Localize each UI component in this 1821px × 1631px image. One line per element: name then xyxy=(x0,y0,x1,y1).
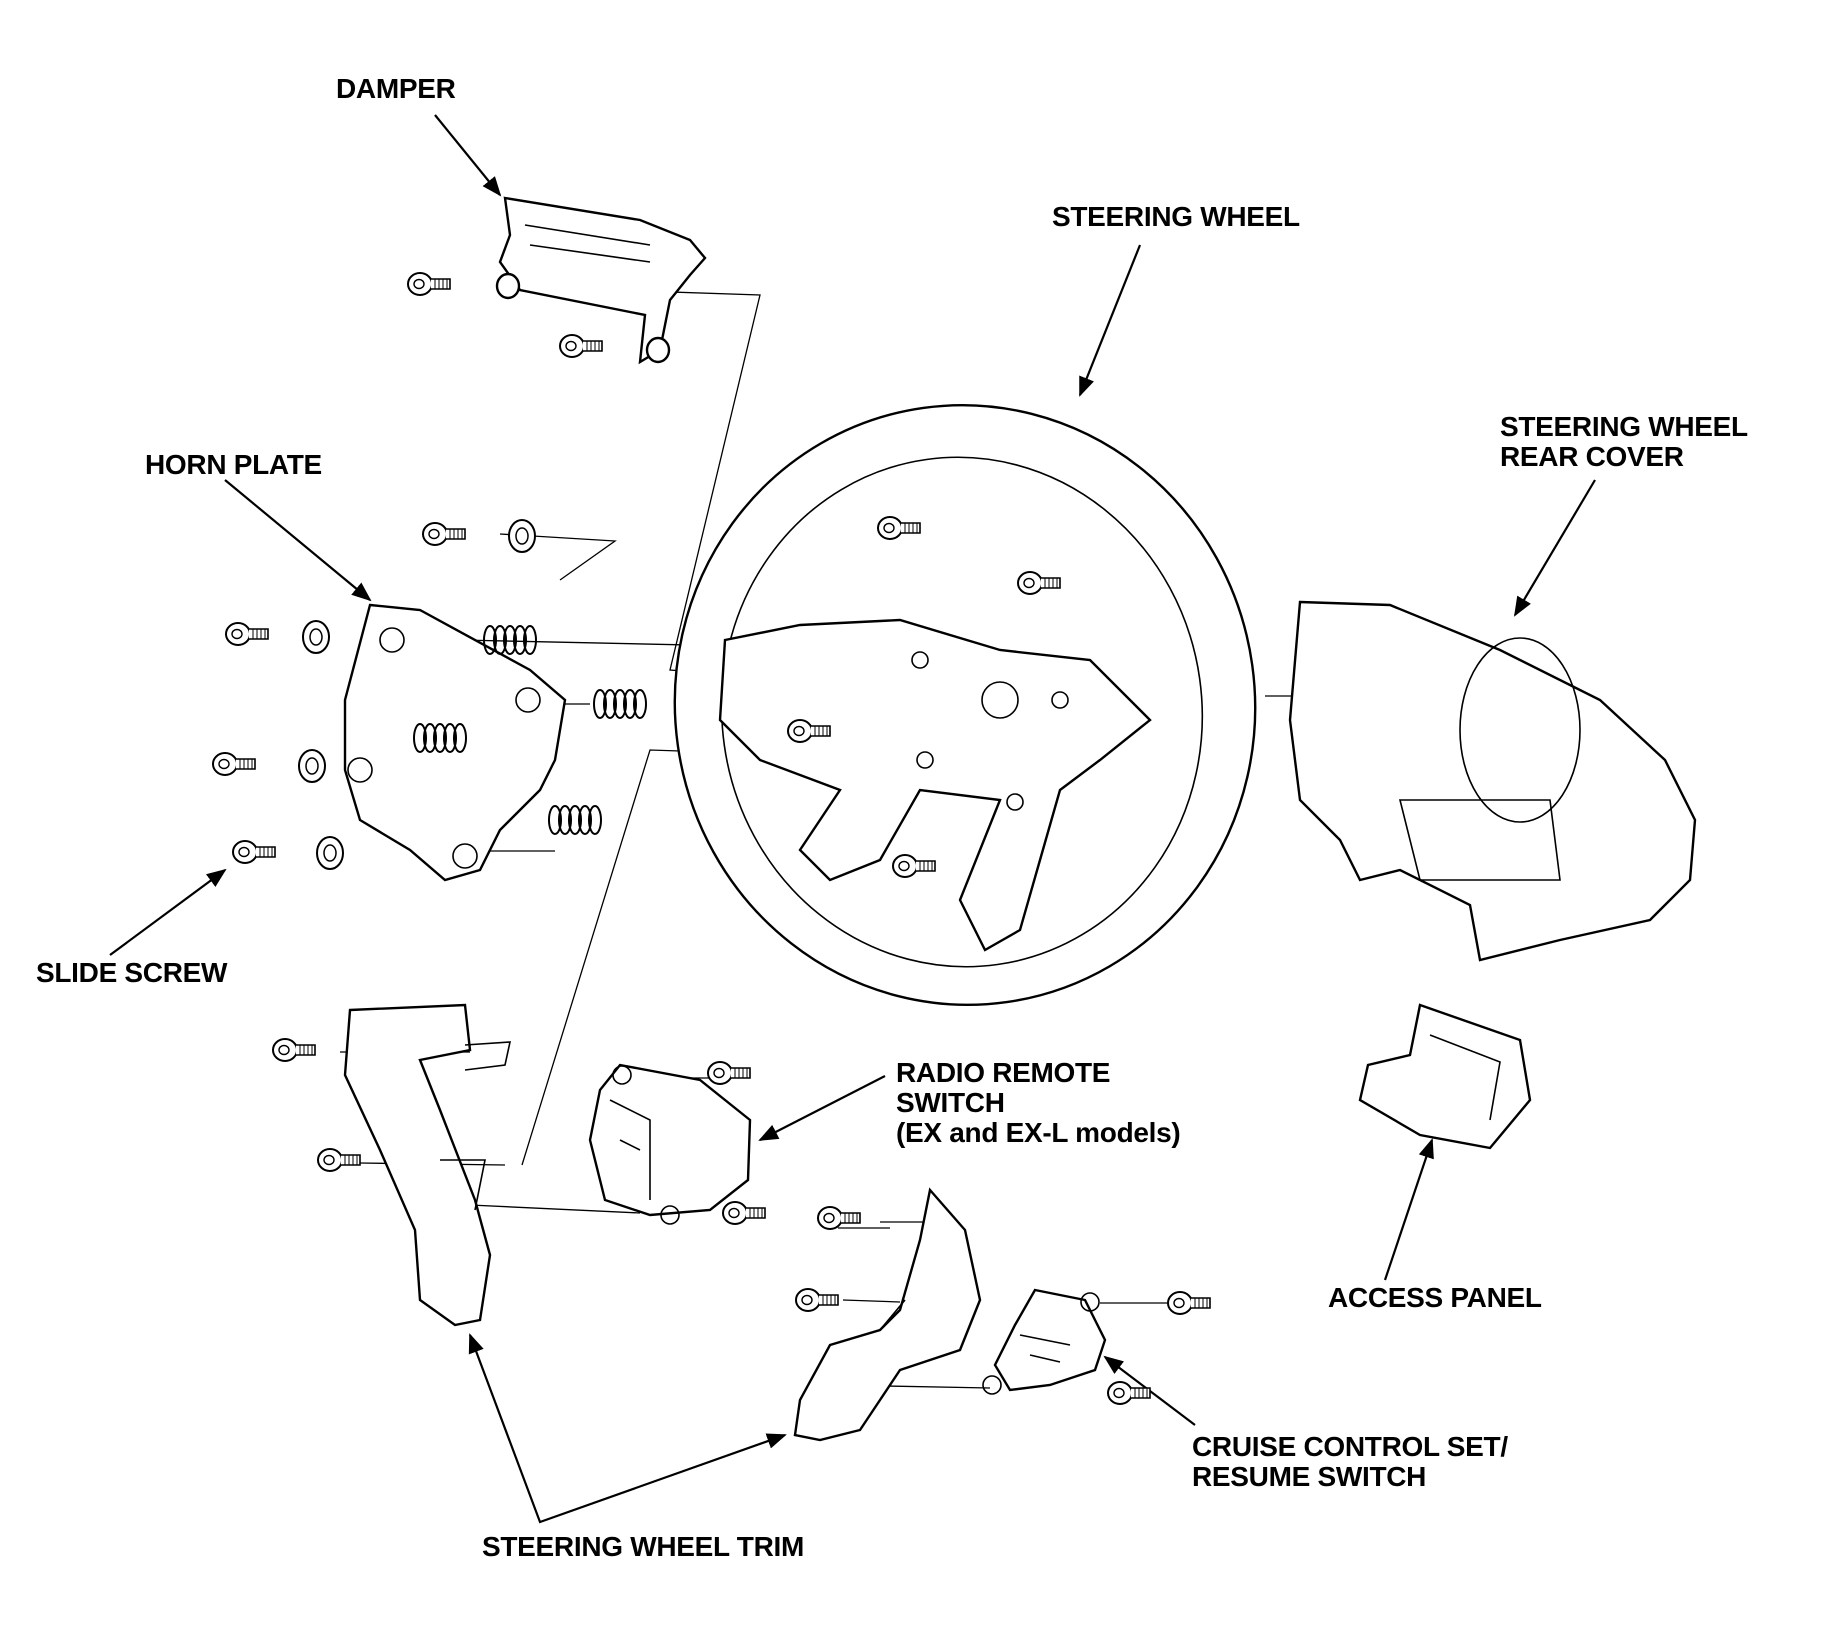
cruise-control-switch-part xyxy=(982,1288,1107,1395)
label-access-panel: ACCESS PANEL xyxy=(1328,1282,1542,1313)
label-radio-remote-switch: RADIO REMOTE SWITCH (EX and EX-L models) xyxy=(896,1057,1181,1148)
label-damper: DAMPER xyxy=(336,73,456,104)
access-panel-part xyxy=(1358,1003,1532,1150)
steering-wheel-part xyxy=(673,403,1257,1007)
label-radio-line3: (EX and EX-L models) xyxy=(896,1117,1181,1148)
label-slide-screw: SLIDE SCREW xyxy=(36,957,228,988)
label-steering-wheel-trim: STEERING WHEEL TRIM xyxy=(482,1531,805,1562)
radio-remote-switch-part xyxy=(588,1063,752,1225)
leader-arrows xyxy=(109,114,1596,1524)
label-rear-cover-line2: REAR COVER xyxy=(1500,441,1684,472)
rear-cover-part xyxy=(1288,600,1697,962)
label-radio-line2: SWITCH xyxy=(896,1087,1005,1118)
steering-wheel-arrow xyxy=(1078,244,1142,397)
steering-wheel-trim-right xyxy=(793,1187,982,1442)
label-cruise-line2: RESUME SWITCH xyxy=(1192,1461,1427,1492)
slide-screw-arrow xyxy=(109,868,227,956)
label-cruise-control-switch: CRUISE CONTROL SET/ RESUME SWITCH xyxy=(1192,1432,1508,1492)
damper-part xyxy=(495,196,707,365)
label-cruise-line1: CRUISE CONTROL SET/ xyxy=(1192,1431,1508,1462)
trim-arrows xyxy=(468,1333,787,1524)
rear-cover-arrow xyxy=(1513,479,1596,617)
label-rear-cover-line1: STEERING WHEEL xyxy=(1500,411,1748,442)
label-horn-plate: HORN PLATE xyxy=(145,449,322,480)
steering-wheel-trim-left xyxy=(343,1003,512,1327)
radio-switch-arrow xyxy=(758,1075,886,1141)
label-steering-wheel: STEERING WHEEL xyxy=(1052,201,1300,232)
damper-arrow xyxy=(434,114,502,197)
label-rear-cover: STEERING WHEEL REAR COVER xyxy=(1500,412,1748,472)
label-radio-line1: RADIO REMOTE xyxy=(896,1057,1111,1088)
horn-plate-arrow xyxy=(224,479,372,602)
access-panel-arrow xyxy=(1383,1138,1434,1281)
